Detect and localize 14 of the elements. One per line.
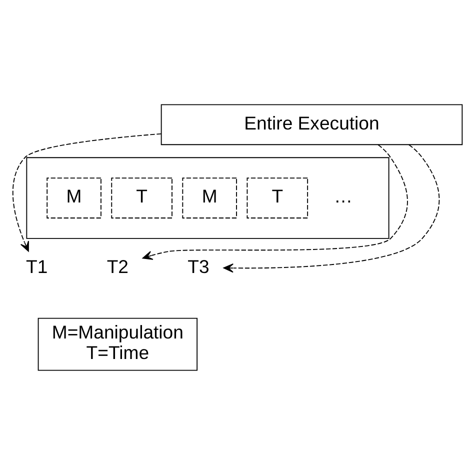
node-box: M bbox=[46, 177, 102, 218]
node-box: T bbox=[246, 177, 308, 218]
node-text: T3 bbox=[188, 255, 210, 276]
node-box: M bbox=[182, 177, 237, 218]
node-box: M=Manipulation T=Time bbox=[38, 317, 198, 370]
node-text: T1 bbox=[26, 255, 48, 276]
arrow bbox=[12, 132, 162, 252]
arrow bbox=[223, 144, 440, 272]
label: … bbox=[334, 185, 353, 206]
cluster bbox=[26, 156, 390, 238]
arrow bbox=[142, 144, 408, 260]
node-box: Entire Execution bbox=[160, 104, 463, 145]
node-box: T bbox=[111, 177, 172, 218]
node-text: T2 bbox=[106, 255, 129, 276]
